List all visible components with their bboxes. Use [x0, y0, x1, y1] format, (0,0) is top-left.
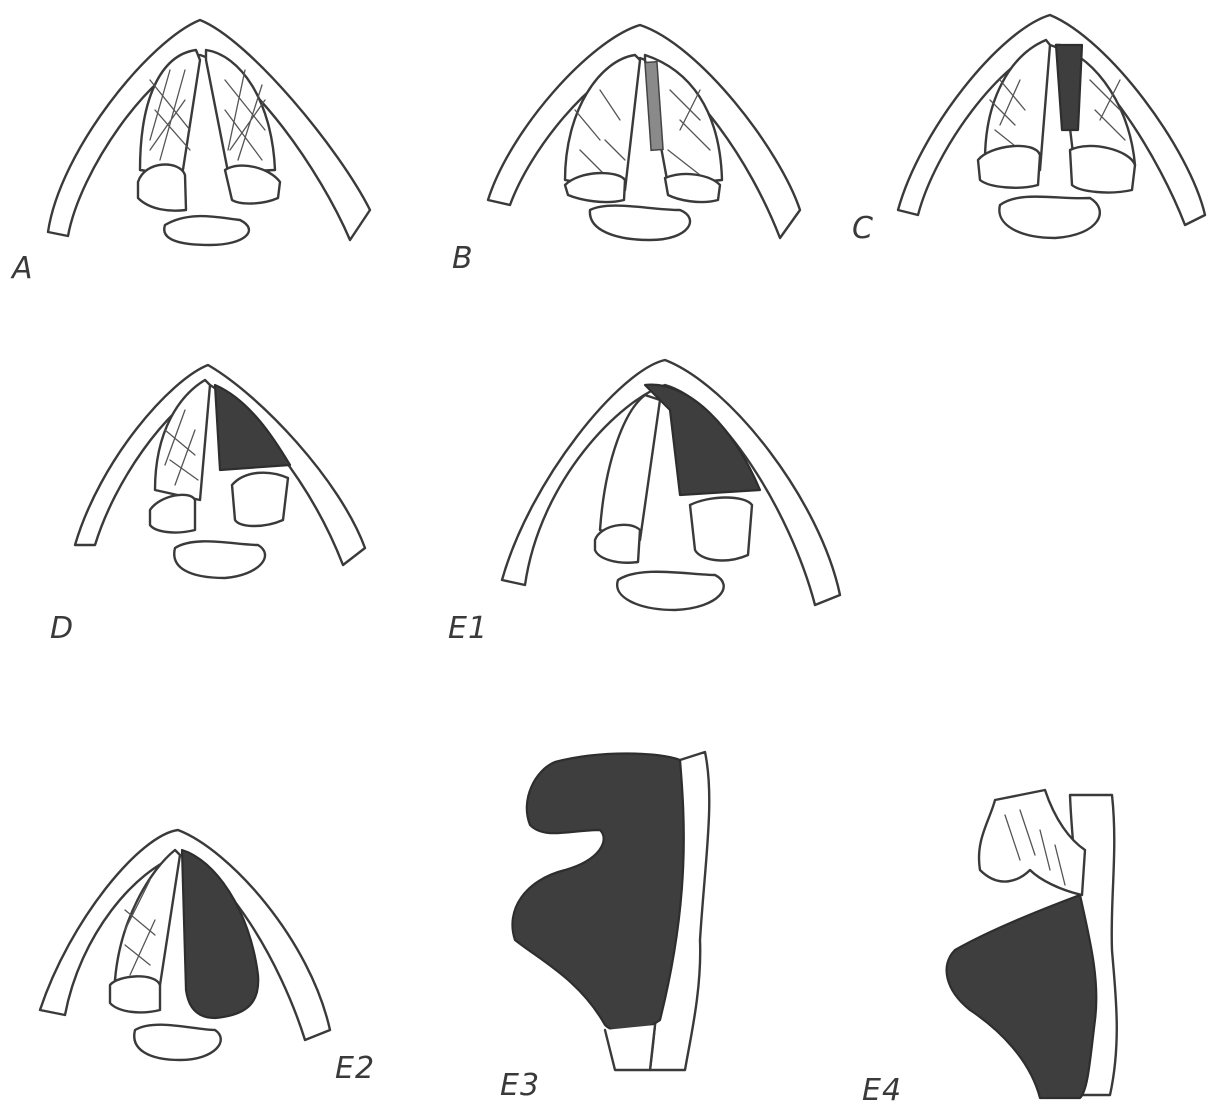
panel-c-drawing — [898, 15, 1205, 238]
panel-e2-drawing — [40, 830, 330, 1060]
left-arytenoid — [138, 165, 186, 211]
left-arytenoid — [565, 173, 625, 202]
panel-a-drawing — [48, 20, 370, 245]
panel-e4-drawing — [947, 790, 1117, 1098]
cricoid-d — [174, 541, 265, 578]
panel-label-a: A — [10, 251, 34, 286]
panel-d-drawing — [75, 365, 365, 578]
panel-e3-drawing — [512, 752, 709, 1070]
cricoid-e1 — [617, 572, 724, 610]
right-arytenoid — [665, 174, 720, 202]
panel-label-d: D — [50, 611, 74, 646]
panel-label-e3: E3 — [500, 1068, 540, 1103]
right-arytenoid — [232, 473, 288, 526]
cricoid-e2 — [134, 1025, 221, 1060]
right-arytenoid — [690, 498, 752, 561]
epiglottis-e4 — [979, 790, 1085, 895]
left-arytenoid — [595, 525, 640, 563]
panel-label-b: B — [452, 241, 474, 276]
thyroid-cartilage — [898, 15, 1205, 225]
cricoid-b — [590, 206, 690, 240]
left-arytenoid — [110, 976, 160, 1012]
panel-b-drawing — [488, 25, 800, 240]
panel-label-c: C — [852, 211, 874, 246]
lesion-e4 — [947, 895, 1097, 1098]
left-arytenoid — [150, 495, 195, 533]
panel-label-e4: E4 — [862, 1073, 902, 1108]
lesion-cord-c — [1056, 45, 1082, 130]
panel-e1-drawing — [502, 360, 840, 610]
lesion-e3 — [512, 754, 683, 1032]
cricoid-c — [999, 197, 1099, 238]
panel-label-e2: E2 — [335, 1051, 375, 1086]
cricoid-a — [164, 216, 249, 245]
left-arytenoid — [978, 146, 1040, 188]
panel-label-e1: E1 — [448, 611, 488, 646]
subglottis-e3 — [605, 1025, 655, 1070]
